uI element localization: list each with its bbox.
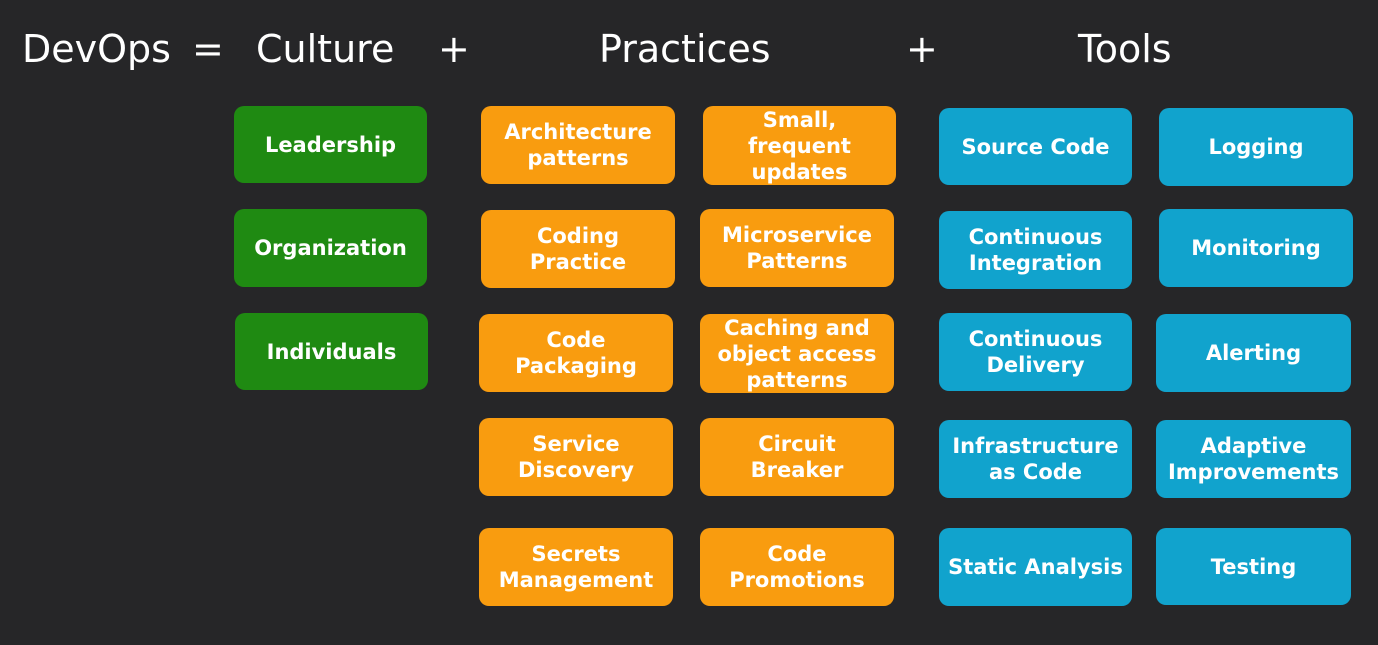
tool-box-monitoring: Monitoring: [1159, 209, 1353, 287]
heading-tools: Tools: [1078, 27, 1172, 71]
tool-box-continuous-delivery: Continuous Delivery: [939, 313, 1132, 391]
tool-box-logging: Logging: [1159, 108, 1353, 186]
practice-box-microservice-patterns: Microservice Patterns: [700, 209, 894, 287]
tool-box-static-analysis: Static Analysis: [939, 528, 1132, 606]
tool-box-continuous-integration: Continuous Integration: [939, 211, 1132, 289]
heading-plus-1: +: [438, 27, 470, 71]
heading-devops: DevOps: [22, 27, 171, 71]
heading-culture: Culture: [256, 27, 395, 71]
tool-box-adaptive-improvements: Adaptive Improvements: [1156, 420, 1351, 498]
practice-box-secrets-management: Secrets Management: [479, 528, 673, 606]
tool-box-source-code: Source Code: [939, 108, 1132, 185]
practice-box-code-packaging: Code Packaging: [479, 314, 673, 392]
culture-box-organization: Organization: [234, 209, 427, 287]
culture-box-leadership: Leadership: [234, 106, 427, 183]
practice-box-architecture-patterns: Architecture patterns: [481, 106, 675, 184]
practice-box-code-promotions: Code Promotions: [700, 528, 894, 606]
culture-box-individuals: Individuals: [235, 313, 428, 390]
tool-box-infrastructure-as-code: Infrastructure as Code: [939, 420, 1132, 498]
heading-practices: Practices: [599, 27, 771, 71]
practice-box-small-frequent-updates: Small, frequent updates: [703, 106, 896, 185]
tool-box-alerting: Alerting: [1156, 314, 1351, 392]
practice-box-coding-practice: Coding Practice: [481, 210, 675, 288]
tool-box-testing: Testing: [1156, 528, 1351, 605]
heading-plus-2: +: [906, 27, 938, 71]
heading-equals: =: [192, 27, 224, 71]
practice-box-service-discovery: Service Discovery: [479, 418, 673, 496]
practice-box-circuit-breaker: Circuit Breaker: [700, 418, 894, 496]
practice-box-caching-object-access: Caching and object access patterns: [700, 314, 894, 393]
